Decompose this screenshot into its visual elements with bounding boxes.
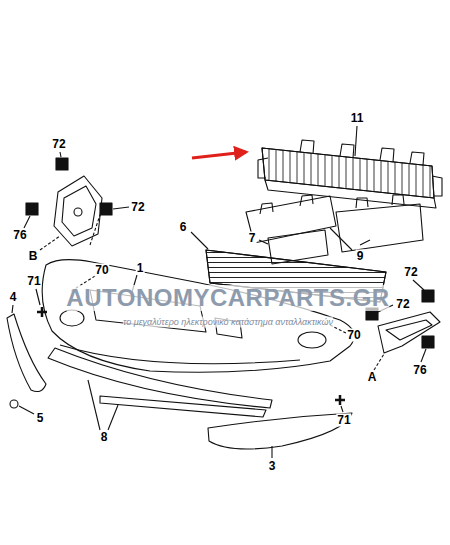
lower-strip <box>48 348 272 417</box>
callout-number: 7 <box>248 232 257 245</box>
callout-number: 70 <box>94 264 109 277</box>
callout-number: 70 <box>346 329 361 342</box>
left-bracket <box>54 176 102 246</box>
callout-number: 6 <box>179 221 188 234</box>
bumper-cover <box>42 260 354 373</box>
red-arrow <box>192 152 246 158</box>
callout-number: 9 <box>356 250 365 263</box>
callout-number: 8 <box>100 431 109 444</box>
callout-number: 1 <box>136 262 145 275</box>
callout-number: 72 <box>403 266 418 279</box>
spoiler-lip <box>208 413 352 449</box>
callout-number: 3 <box>268 460 277 473</box>
side-absorbers <box>246 195 423 252</box>
clip <box>10 400 18 408</box>
callout-number: A <box>367 371 378 384</box>
plate <box>268 230 328 264</box>
callout-number: 72 <box>51 138 66 151</box>
watermark-subtitle: το μεγαλύτερο ηλεκτρονικό κατάστημα αντα… <box>123 317 333 328</box>
callout-number: 4 <box>9 291 18 304</box>
callout-number: 72 <box>395 298 410 311</box>
watermark: AUTONOMYCARPARTS.GR <box>66 285 389 311</box>
callout-number: 71 <box>336 414 351 427</box>
callout-number: B <box>28 250 39 263</box>
callout-number: 72 <box>130 201 145 214</box>
callout-number: 71 <box>26 275 41 288</box>
callout-number: 11 <box>350 112 365 125</box>
side-trim <box>7 314 46 392</box>
right-bracket <box>378 312 440 353</box>
callout-number: 76 <box>412 364 427 377</box>
callout-number: 5 <box>36 412 45 425</box>
callout-number: 76 <box>12 229 27 242</box>
absorber-beam <box>258 140 442 208</box>
